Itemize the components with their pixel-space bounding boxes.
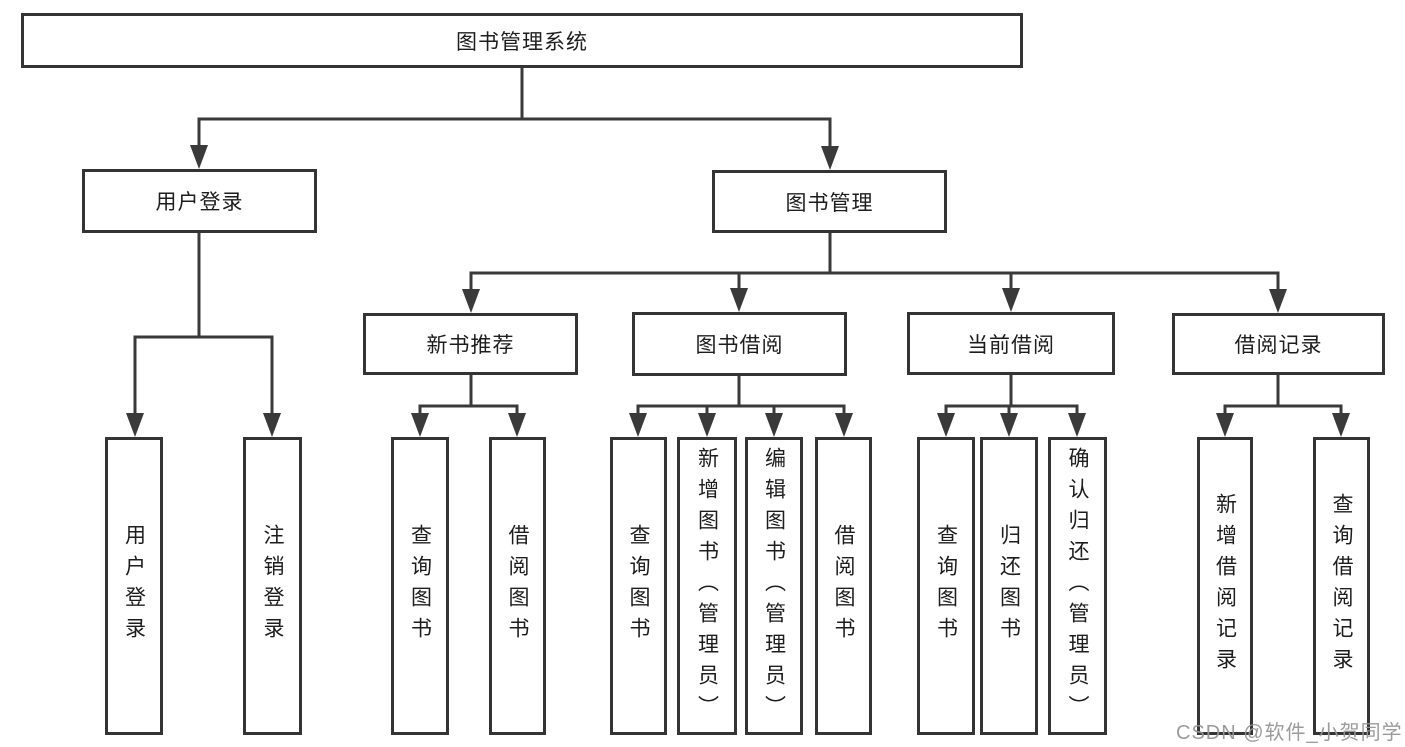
node-new-books-label: 新书推荐 bbox=[426, 334, 515, 357]
edge-book-borrow bbox=[636, 374, 846, 418]
arrowhead bbox=[765, 413, 783, 437]
arrowhead bbox=[462, 289, 480, 313]
node-new-books: 新书推荐 bbox=[363, 313, 578, 375]
node-book-borrow-label: 图书借阅 bbox=[695, 334, 784, 357]
leaf-label: 查询图书 bbox=[934, 524, 958, 648]
arrowhead bbox=[937, 413, 955, 437]
leaf-label: 借阅图书 bbox=[832, 524, 855, 648]
leaf-label: 查询图书 bbox=[408, 524, 432, 648]
arrowhead bbox=[126, 413, 144, 437]
node-root: 图书管理系统 bbox=[21, 13, 1023, 68]
arrowhead bbox=[698, 413, 716, 437]
node-user-login: 用户登录 bbox=[82, 169, 317, 233]
leaf-current-query: 查询图书 bbox=[917, 437, 975, 735]
edge-new-books bbox=[418, 373, 519, 418]
node-book-management: 图书管理 bbox=[712, 170, 947, 233]
arrowhead bbox=[1002, 288, 1020, 312]
arrowhead bbox=[1000, 413, 1018, 437]
arrowhead bbox=[1068, 413, 1086, 437]
arrowhead bbox=[508, 413, 526, 437]
leaf-label: 查询图书 bbox=[627, 524, 650, 648]
arrowhead bbox=[835, 413, 853, 437]
leaf-label: 用户登录 bbox=[122, 524, 146, 648]
edge-user-login bbox=[133, 231, 274, 418]
node-root-label: 图书管理系统 bbox=[456, 30, 588, 54]
leaf-records-add: 新增借阅记录 bbox=[1197, 437, 1253, 735]
arrowhead bbox=[1332, 413, 1350, 437]
arrowhead bbox=[190, 145, 208, 169]
edge-borrow-records bbox=[1223, 373, 1343, 418]
edge-book-management bbox=[469, 231, 1280, 293]
node-current-borrow-label: 当前借阅 bbox=[967, 333, 1055, 357]
leaf-logout: 注销登录 bbox=[243, 437, 302, 735]
arrowhead bbox=[730, 288, 748, 312]
arrowhead bbox=[1269, 289, 1287, 313]
arrowhead bbox=[821, 146, 839, 170]
leaf-label: 确认归还（管理员） bbox=[1066, 446, 1089, 726]
leaf-user-login: 用户登录 bbox=[105, 437, 163, 735]
node-book-management-label: 图书管理 bbox=[785, 191, 874, 215]
arrowhead bbox=[629, 413, 647, 437]
leaf-label: 查询借阅记录 bbox=[1330, 493, 1353, 679]
edge-current-borrow bbox=[944, 373, 1079, 418]
leaf-borrow-query: 查询图书 bbox=[610, 437, 667, 735]
leaf-newbooks-query: 查询图书 bbox=[391, 437, 449, 735]
arrowhead bbox=[411, 413, 429, 437]
leaf-label: 注销登录 bbox=[261, 524, 284, 648]
node-user-login-label: 用户登录 bbox=[155, 191, 244, 214]
node-borrow-records: 借阅记录 bbox=[1172, 313, 1385, 375]
leaf-label: 新增借阅记录 bbox=[1213, 493, 1237, 679]
leaf-records-query: 查询借阅记录 bbox=[1313, 437, 1370, 735]
leaf-borrow-edit-admin: 编辑图书（管理员） bbox=[745, 437, 803, 735]
node-current-borrow: 当前借阅 bbox=[907, 312, 1115, 375]
node-book-borrow: 图书借阅 bbox=[632, 312, 847, 376]
leaf-label: 归还图书 bbox=[997, 524, 1021, 648]
watermark: CSDN @软件_小贺同学 bbox=[1176, 722, 1403, 744]
leaf-current-confirm-admin: 确认归还（管理员） bbox=[1048, 437, 1107, 735]
node-borrow-records-label: 借阅记录 bbox=[1234, 334, 1323, 357]
leaf-label: 新增图书（管理员） bbox=[695, 446, 719, 726]
leaf-label: 编辑图书（管理员） bbox=[762, 446, 786, 726]
leaf-newbooks-borrow: 借阅图书 bbox=[489, 437, 546, 735]
arrowhead bbox=[1216, 413, 1234, 437]
leaf-borrow-borrow: 借阅图书 bbox=[815, 437, 872, 735]
arrowhead bbox=[263, 413, 281, 437]
leaf-label: 借阅图书 bbox=[506, 524, 529, 648]
edge-root bbox=[197, 66, 832, 151]
leaf-current-return: 归还图书 bbox=[980, 437, 1038, 735]
leaf-borrow-add-admin: 新增图书（管理员） bbox=[677, 437, 737, 735]
